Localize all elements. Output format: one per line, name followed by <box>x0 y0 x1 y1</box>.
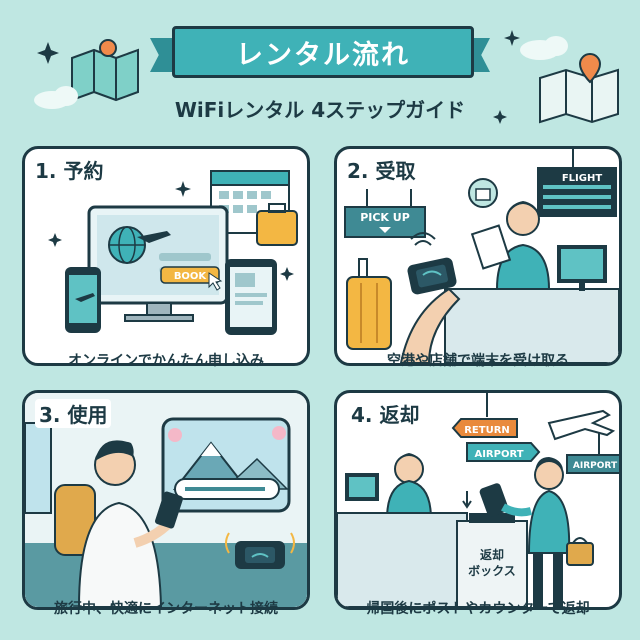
suitcase-icon <box>256 203 298 246</box>
shopping-bag-icon <box>468 178 498 208</box>
smartphone-icon <box>155 491 183 529</box>
pickup-sign-label: PICK UP <box>360 211 410 224</box>
step-title: 3. 使用 <box>35 399 112 428</box>
train-window <box>161 417 291 513</box>
monitor-icon <box>87 205 229 322</box>
hand-icon <box>399 287 461 363</box>
page-title: レンタル流れ <box>236 39 410 71</box>
step-title: 1. 予約 <box>35 159 104 183</box>
book-button-label: BOOK <box>174 271 208 282</box>
page-subtitle: WiFiレンタル 4ステップガイド <box>174 98 466 122</box>
step-panel-reserve: 1. 予約 <box>22 146 310 366</box>
return-box-label-2: ボックス <box>468 563 516 578</box>
title-banner: レンタル流れ <box>172 26 474 78</box>
step-panel-pickup: 2. 受取 FLIGHT PICK UP <box>334 146 622 366</box>
step-title: 4. 返却 <box>347 399 424 428</box>
cloud-icon <box>34 36 568 109</box>
step-caption: 旅行中、快適にインターネット接続 <box>54 601 278 617</box>
staff-person <box>385 453 433 520</box>
step-caption: 空港や店舗で端末を受け取る <box>387 353 569 369</box>
pickup-illustration: FLIGHT PICK UP <box>344 149 619 363</box>
airport-sign-label-right: AIRPORT <box>573 461 618 471</box>
wifi-signal-icon <box>410 232 436 246</box>
flight-board-icon <box>537 149 617 217</box>
luggage-icon <box>346 258 392 350</box>
airplane-icon <box>547 409 616 441</box>
reserve-illustration: BOOK <box>48 170 298 335</box>
airport-sign-label-left: AIRPORT <box>474 449 523 460</box>
traveler-person <box>501 457 571 607</box>
sparkle-icon <box>37 30 520 124</box>
use-illustration <box>25 393 307 607</box>
map-pin-icon <box>539 53 619 124</box>
tablet-icon <box>225 259 277 335</box>
wifi-router-icon <box>225 532 295 569</box>
smartphone-icon <box>65 267 101 333</box>
step-panel-use: 3. 使用 <box>22 390 310 610</box>
monitor-icon <box>557 245 607 291</box>
pickup-sign <box>344 189 426 238</box>
return-illustration: RETURN AIRPORT AIRPORT 返却 ボックス <box>337 393 619 607</box>
step-title: 2. 受取 <box>347 159 416 183</box>
step-panel-return: 4. 返却 RETURN AIRPORT AIRPORT <box>334 390 622 610</box>
map-icon <box>71 39 139 102</box>
return-box-label-1: 返却 <box>480 547 504 562</box>
brochure-icon <box>470 224 512 270</box>
wifi-router-icon <box>407 257 457 295</box>
return-sign <box>451 393 541 462</box>
cursor-icon <box>208 272 223 291</box>
return-box <box>456 513 528 607</box>
counter-desk <box>337 512 468 607</box>
monitor-icon <box>345 473 379 501</box>
handbag-icon <box>566 537 594 566</box>
airport-sign-right <box>566 433 619 474</box>
book-button[interactable] <box>160 266 220 284</box>
step-caption: 帰国後にポストやカウンターで返却 <box>366 601 590 617</box>
step-caption: オンラインでかんたん申し込み <box>68 353 264 369</box>
return-sign-label: RETURN <box>464 425 510 436</box>
flight-sign-label: FLIGHT <box>562 173 603 184</box>
wifi-router-icon <box>462 483 509 517</box>
staff-person <box>495 201 551 290</box>
